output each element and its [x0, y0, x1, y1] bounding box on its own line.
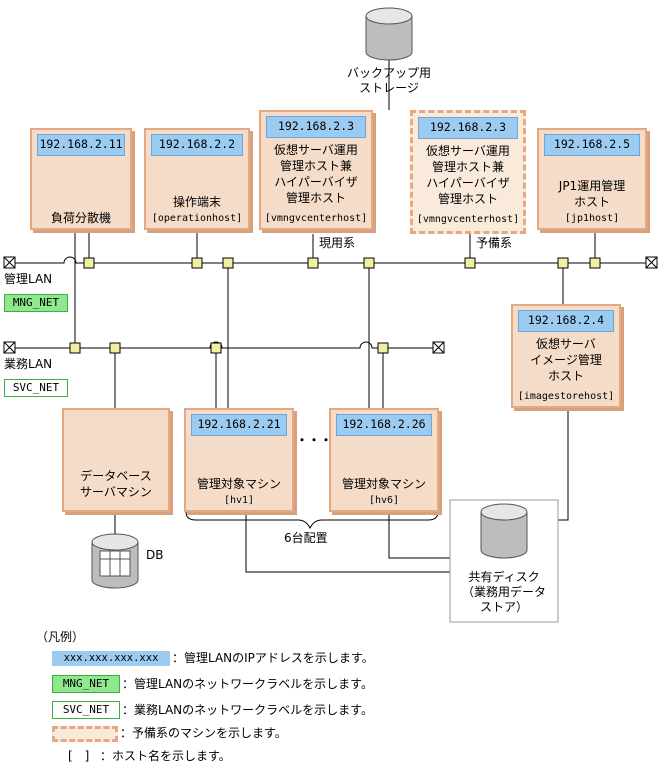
legend-ip-desc: ：管理LANのIPアドレスを示します。 — [172, 651, 374, 665]
backup-storage-label: バックアップ用 ストレージ — [346, 66, 431, 95]
host-name: [hv6] — [368, 495, 400, 506]
machine-label: 管理対象マシン — [341, 477, 426, 491]
terminator-icon — [3, 256, 658, 354]
ip-address: 192.168.2.21 — [191, 414, 287, 436]
database-server-machine: データベース サーバマシン — [62, 408, 170, 512]
machine-label: 仮想サーバ運用 管理ホスト兼 ハイパーバイザ 管理ホスト — [426, 144, 510, 206]
legend-mng-sample: MNG_NET — [52, 675, 120, 693]
legend-host-desc: ：ホスト名を示します。 — [100, 749, 231, 763]
db-label: DB — [146, 548, 164, 562]
operation-terminal-machine: 192.168.2.2 操作端末 [operationhost] — [144, 128, 250, 230]
image-management-machine: 192.168.2.4 仮想サーバ イメージ管理 ホスト [imagestore… — [511, 304, 621, 408]
load-balancer-machine: 192.168.2.11 負荷分散機 — [30, 128, 132, 230]
machine-label: データベース サーバマシン — [80, 469, 152, 499]
ip-address: 192.168.2.5 — [544, 134, 640, 156]
legend-mng-desc: ：管理LANのネットワークラベルを示します。 — [122, 677, 373, 691]
shared-disk-label: 共有ディスク （業務用データ ストア） — [461, 570, 546, 614]
svc-lan-label: 業務LAN — [4, 357, 53, 371]
legend-standby-desc: ：予備系のマシンを示します。 — [120, 726, 287, 740]
machine-label: 管理対象マシン — [196, 477, 281, 491]
port-icon — [69, 257, 601, 354]
mng-net-badge: MNG_NET — [4, 294, 68, 312]
ip-address: 192.168.2.3 — [418, 117, 518, 139]
ip-address: 192.168.2.11 — [37, 134, 125, 156]
managed-machine-hv6: 192.168.2.26 管理対象マシン [hv6] — [329, 408, 439, 512]
legend-host-sample: [ ] — [68, 749, 90, 763]
active-label: 現用系 — [319, 236, 356, 250]
mng-lan-label: 管理LAN — [4, 272, 53, 286]
standby-label: 予備系 — [476, 236, 513, 250]
svc-net-badge: SVC_NET — [4, 379, 68, 397]
legend-ip-sample: xxx.xxx.xxx.xxx — [52, 651, 170, 666]
host-name: [vmngvcenterhost] — [264, 213, 368, 224]
host-name: [imagestorehost] — [517, 391, 615, 402]
vm-management-active-machine: 192.168.2.3 仮想サーバ運用 管理ホスト兼 ハイパーバイザ 管理ホスト… — [259, 110, 373, 230]
machine-label: 仮想サーバ イメージ管理 ホスト — [530, 337, 602, 383]
machine-label: 仮想サーバ運用 管理ホスト兼 ハイパーバイザ 管理ホスト — [274, 143, 358, 205]
host-name: [jp1host] — [564, 213, 620, 224]
ip-address: 192.168.2.26 — [336, 414, 432, 436]
ip-address: 192.168.2.4 — [518, 310, 614, 332]
legend-svc-desc: ：業務LANのネットワークラベルを示します。 — [122, 703, 373, 717]
host-name: [vmngvcenterhost] — [416, 214, 520, 225]
machine-label: JP1運用管理 ホスト — [558, 179, 626, 209]
ellipsis: ・・・ — [296, 433, 333, 447]
host-name: [operationhost] — [151, 213, 243, 224]
jp1-management-machine: 192.168.2.5 JP1運用管理 ホスト [jp1host] — [537, 128, 647, 230]
legend-standby-sample — [52, 726, 118, 742]
managed-machine-hv1: 192.168.2.21 管理対象マシン [hv1] — [184, 408, 294, 512]
six-machines-label: 6台配置 — [284, 531, 328, 545]
ip-address: 192.168.2.3 — [266, 116, 366, 138]
shared-disk-icon — [480, 503, 528, 559]
vm-management-standby-machine: 192.168.2.3 仮想サーバ運用 管理ホスト兼 ハイパーバイザ 管理ホスト… — [410, 110, 526, 234]
mng-lan-line — [10, 256, 652, 264]
host-name: [hv1] — [223, 495, 255, 506]
legend-svc-sample: SVC_NET — [52, 701, 120, 719]
machine-label: 操作端末 — [172, 195, 221, 209]
ip-address: 192.168.2.2 — [151, 134, 243, 156]
storage-icon — [365, 7, 413, 61]
machine-label: 負荷分散機 — [50, 211, 111, 225]
database-icon — [91, 533, 139, 589]
legend-title: （凡例） — [36, 630, 85, 644]
